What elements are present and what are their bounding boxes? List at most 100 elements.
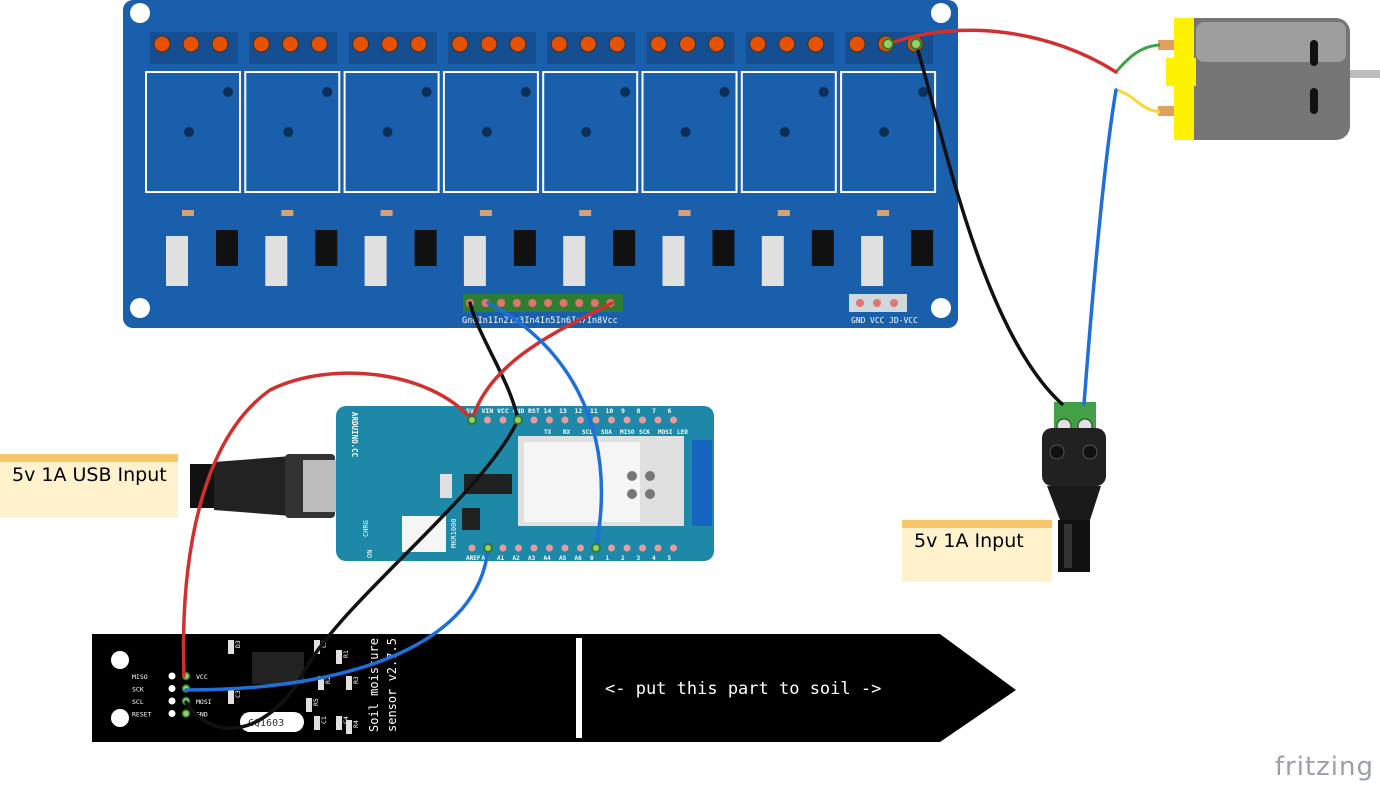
note-dc-input: 5v 1A Input: [902, 520, 1052, 582]
sensor-component-label: R4: [352, 720, 360, 728]
sensor-pin-right: [181, 709, 191, 718]
relay-header-pin: [497, 299, 506, 307]
relay-smd-parts: [761, 236, 784, 286]
sensor-component: [346, 720, 352, 734]
relay-header-label: Vcc: [602, 316, 617, 326]
arduino-bottom-pin: [654, 544, 662, 552]
arduino-top-pin: [639, 416, 646, 424]
relay-pin-icon: [918, 87, 929, 97]
relay-pin-icon: [581, 127, 592, 137]
arduino-bottom-pin: [670, 544, 677, 552]
relay-resistor: [777, 210, 790, 216]
sensor-component-label: C3: [234, 690, 242, 698]
relay-header-label: In1: [478, 316, 493, 326]
sensor-pin-right-label: MOSI: [196, 698, 212, 706]
relay-screw-icon: [509, 35, 527, 53]
relay-pin-icon: [779, 127, 790, 137]
relay-resistor: [281, 210, 294, 216]
relay-pin-icon: [283, 127, 294, 137]
arduino-top-sub-label: RX: [563, 429, 571, 436]
sensor-pin-left: [168, 672, 176, 680]
arduino-bottom-pin-label: AREF: [466, 555, 481, 562]
arduino-top-pin: [670, 416, 677, 424]
arduino-bottom-pin: [608, 544, 615, 552]
arduino-top-pin-label: RST: [528, 407, 540, 415]
arduino-top-pin-label: 14: [544, 407, 552, 415]
arduino-top-sub-label: TX: [544, 429, 552, 436]
sensor-pin-left: [168, 685, 176, 692]
note-dc-input-text: 5v 1A Input: [914, 530, 1024, 552]
optocoupler: [911, 230, 934, 266]
relay-pin-icon: [719, 87, 730, 97]
arduino-top-pin-label: 5V: [466, 407, 474, 415]
sensor-component-label: R2: [324, 676, 332, 684]
relay-pin-icon: [421, 87, 432, 97]
relay-smd-parts: [861, 236, 884, 286]
arduino-top-pin-label: 8: [637, 407, 641, 415]
relay-power-label-gnd: GND: [851, 316, 866, 325]
dc-barrel-jack: [1042, 402, 1106, 572]
relay-header-pin: [559, 299, 568, 307]
sensor-crystal-label: CQ1603: [248, 718, 284, 729]
arduino-bottom-pin: [468, 544, 476, 552]
relay-power-label-jdvcc: JD-VCC: [889, 316, 918, 325]
arduino-bottom-pin-label: 1: [606, 555, 610, 562]
sensor-pin-left: [168, 697, 176, 705]
optocoupler: [414, 230, 437, 266]
wire-black-relay-jack: [914, 42, 1064, 406]
relay-screw-icon: [252, 35, 270, 53]
arduino-bottom-pin: [546, 544, 553, 552]
relay-screw-icon: [352, 35, 370, 53]
arduino-bottom-pin: [639, 544, 646, 552]
relay-header-pin: [590, 299, 599, 307]
relay-screw-icon: [281, 35, 299, 53]
sensor-component: [306, 698, 312, 712]
optocoupler: [811, 230, 834, 266]
optocoupler: [613, 230, 636, 266]
arduino-top-pin-label: VIN: [482, 407, 494, 415]
relay-resistor: [678, 210, 691, 216]
arduino-top-pin: [530, 416, 538, 424]
sensor-component: [318, 676, 324, 690]
relay-screw-icon: [579, 35, 597, 53]
sensor-component-label: D3: [234, 640, 242, 648]
relay-resistor: [479, 210, 492, 216]
relay-pin-icon: [818, 87, 829, 97]
arduino-bottom-pin-label: 3: [637, 555, 641, 562]
arduino-top-sub-label: SDA: [601, 429, 612, 436]
arduino-top-sub-label: MOSI: [658, 429, 673, 436]
arduino-top-pin-label: GND: [513, 407, 525, 415]
arduino-top-pin: [608, 416, 615, 424]
sensor-component: [336, 716, 342, 730]
wire-red-relay-motor: [886, 28, 1118, 74]
relay-pin-icon: [520, 87, 531, 97]
relay-header-pin: [528, 299, 537, 307]
arduino-top-pin: [561, 416, 569, 424]
arduino-bottom-pin-label: 4: [652, 555, 656, 562]
sensor-title-line2: sensor v2.7.5: [385, 638, 399, 732]
arduino-bottom-pin-label: 0: [590, 555, 594, 562]
relay-screw-icon: [608, 35, 626, 53]
arduino-bottom-pin-label: A4: [544, 555, 552, 562]
arduino-model: MKR1000: [450, 518, 458, 548]
relay-pin-icon: [879, 127, 890, 137]
relay-pin-icon: [620, 87, 631, 97]
wire-red-vcc: [470, 301, 614, 422]
arduino-bottom-pin: [577, 544, 584, 552]
optocoupler: [216, 230, 238, 266]
relay-screw-icon: [807, 35, 825, 53]
sensor-pin-left-label: MISO: [132, 673, 148, 681]
relay-screw-icon: [182, 35, 200, 53]
relay-screw-icon: [650, 35, 667, 53]
arduino-bottom-pin: [561, 544, 569, 552]
note-usb-input-text: 5v 1A USB Input: [12, 464, 167, 486]
arduino-chrg-label: CHRG: [362, 520, 370, 537]
sensor-component-label: R5: [312, 698, 320, 706]
fritzing-watermark: fritzing: [1274, 752, 1374, 782]
relay-screw-icon: [550, 35, 568, 53]
arduino-bottom-pin: [530, 544, 538, 552]
arduino-bottom-pin-label: A5: [559, 555, 567, 562]
sensor-component: [346, 676, 352, 690]
